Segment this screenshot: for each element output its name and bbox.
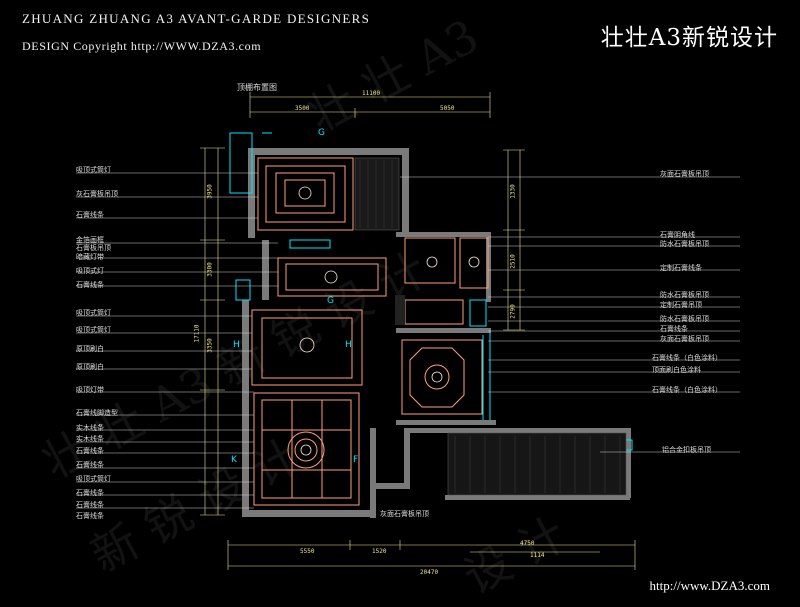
ceiling-label-right: 灰面石膏板吊顶 [660,170,709,178]
ceiling-label-right: 定制石膏吊顶 [660,301,702,309]
ceiling-label-right: 防水石膏板吊顶 [660,291,709,299]
ceiling-label-right: 石膏线条（白色涂料） [652,354,722,362]
ceiling-label-left: 石膏线条 [76,461,104,469]
right-dimension-lines [503,149,525,331]
ceiling-label-left: 吸顶式筒灯 [76,326,111,334]
room-mark: H [345,340,352,350]
ceiling-label-left: 石膏线脚造型 [76,409,118,417]
room-mark: F [353,455,359,465]
room-mark: H [233,340,240,350]
ceiling-label-left: 石膏线条 [76,489,104,497]
dimension-bottom-1: 5550 [300,548,315,555]
ceiling-label-left: 吸顶式筒灯 [76,475,111,483]
dimension-top-total: 11100 [362,90,381,97]
room-mark: G [318,128,325,138]
dimension-left-1: 3950 [206,184,214,199]
ceiling-label-right: 防水石膏板吊顶 [660,315,709,323]
left-leader-lines [76,172,278,509]
ceiling-label-left: 石膏线条 [76,512,104,520]
dimension-bottom-total: 20470 [420,569,439,576]
bottom-dimension-lines [227,540,636,570]
ceiling-outlines [251,157,489,506]
plan-title: 顶棚布置图 [237,83,277,92]
room-mark: G [327,296,334,306]
ceiling-label-bottom: 灰面石膏板吊顶 [380,510,429,518]
dimension-bottom-3: 4750 [520,540,535,547]
ceiling-label-left: 实木线条 [76,424,104,432]
ceiling-label-right: 顶面刷白色涂料 [652,366,701,374]
ceiling-label-right: 防水石膏板吊顶 [660,240,709,248]
top-dimension-lines [249,92,491,118]
ceiling-label-left: 原顶刷白 [76,363,104,371]
brand-title: 壮壮A3新锐设计 [600,25,778,51]
ceiling-label-left: 石膏线条 [76,281,104,289]
dimension-bottom-4: 1114 [530,552,545,559]
dimension-top-right: 5050 [440,105,455,112]
header-company-line: ZHUANG ZHUANG A3 AVANT-GARDE DESIGNERS [22,11,371,26]
ceiling-medallions [298,186,480,456]
ceiling-label-left: 灰石膏板吊顶 [76,190,118,198]
dimension-left-2: 3300 [206,262,214,277]
ceiling-label-left: 吸顶式筒灯 [76,309,111,317]
dimension-top-left: 3500 [295,105,310,112]
hatch-lines [359,160,621,493]
ceiling-label-right: 铝合金扣板吊顶 [662,446,711,454]
dimension-right-1: 1330 [509,184,517,199]
ceiling-label-left: 暗藏灯带 [76,253,104,261]
header-copyright-line: DESIGN Copyright http://WWW.DZA3.com [22,39,262,53]
ceiling-label-left: 吸顶式筒灯 [76,166,111,174]
ceiling-label-left: 原顶刷白 [76,345,104,353]
room-mark: K [231,455,237,465]
ceiling-label-right: 石膏线条 [660,325,688,333]
dimension-left-3: 3350 [206,338,214,353]
ceiling-label-right: 灰面石膏板吊顶 [660,335,709,343]
dimension-bottom-2: 1520 [372,548,387,555]
dimension-right-3: 2790 [509,304,517,319]
ceiling-label-right: 石膏线条（白色涂料） [652,386,722,394]
ceiling-label-left: 实木线条 [76,435,104,443]
ceiling-label-left: 石膏板吊顶 [76,244,111,252]
left-dimension-lines [200,147,225,516]
dimension-right-2: 2510 [509,254,517,269]
right-leader-lines [400,176,740,453]
ceiling-label-right: 石膏阴角线 [660,231,695,239]
ceiling-label-left: 吸顶灯带 [76,386,104,394]
ceiling-label-left: 吸顶式灯 [76,267,104,275]
hatched-areas [354,157,627,496]
ceiling-label-left: 石膏线条 [76,501,104,509]
ceiling-label-left: 石膏线条 [76,211,104,219]
dimension-left-total: 17110 [193,324,201,343]
ceiling-label-left: 金箔画框 [76,236,104,244]
cyan-accents [229,132,633,451]
footer-url: http://www.DZA3.com [649,578,770,593]
ceiling-label-right: 定制石膏线条 [660,264,702,272]
ceiling-label-left: 石膏线条 [76,447,104,455]
